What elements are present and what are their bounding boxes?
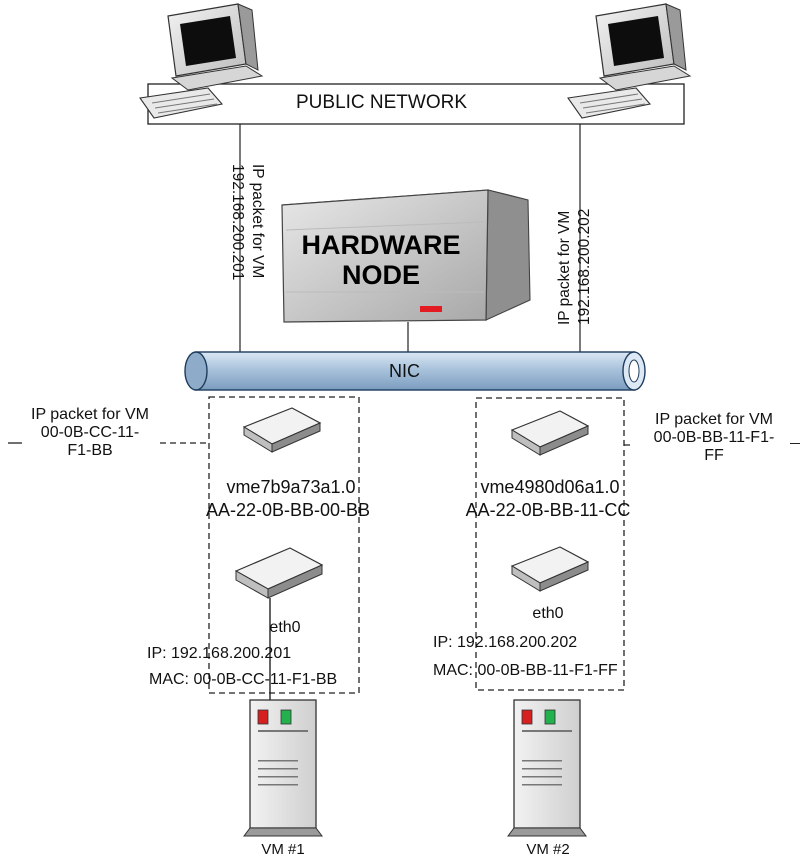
nic-label: NIC <box>389 361 420 381</box>
vm1-side-line1: IP packet for VM <box>31 406 149 423</box>
vm1-eth0-switch-icon <box>234 547 324 599</box>
hardware-node-line1: HARDWARE <box>301 230 461 260</box>
public-network-label: PUBLIC NETWORK <box>296 92 468 113</box>
vm1-bridge-mac: AA-22-0B-BB-00-BB <box>205 500 371 520</box>
vm1-side-packet-label: IP packet for VM 00-0B-CC-11- F1-BB <box>22 406 158 460</box>
vm2-label: VM #2 <box>526 841 570 858</box>
right-packet-line1: IP packet for VM <box>556 210 573 325</box>
vm2-packet-dash <box>790 443 800 444</box>
vm1-eth0-label: eth0 <box>269 619 301 636</box>
hardware-node-icon <box>281 189 531 323</box>
right-packet-line2: 192.168.200.202 <box>576 208 593 325</box>
vm2-container-box <box>475 397 625 691</box>
left-packet-line1: IP packet for VM <box>249 164 266 279</box>
vm1-bridge-name: vme7b9a73a1.0 <box>226 477 356 497</box>
hardware-node-line2: NODE <box>341 260 420 290</box>
right-packet-label: IP packet for VM 192.168.200.202 <box>555 209 595 325</box>
vm1-bridge-switch-icon <box>242 407 322 453</box>
computer-left-icon <box>139 3 264 119</box>
vm2-side-line2: 00-0B-BB-11-F1- <box>634 429 794 447</box>
vm1-container-box <box>208 396 360 694</box>
vm1-ip: IP: 192.168.200.201 <box>147 645 292 662</box>
vm2-ip: IP: 192.168.200.202 <box>433 634 578 651</box>
vm2-bridge-mac: AA-22-0B-BB-11-CC <box>465 500 631 520</box>
vm2-eth0-switch-icon <box>510 546 590 592</box>
vm2-server-icon <box>507 699 587 837</box>
nic-bus <box>184 351 646 391</box>
left-packet-line2: 192.168.200.201 <box>229 164 246 281</box>
vm2-side-line3: FF <box>704 447 724 464</box>
hardware-node-title: HARDWARE NODE <box>286 230 476 290</box>
vm2-mac: MAC: 00-0B-BB-11-F1-FF <box>433 662 618 679</box>
left-packet-label: IP packet for VM 192.168.200.201 <box>227 164 267 280</box>
node-indicator <box>420 306 442 312</box>
vm2-side-line1: IP packet for VM <box>655 411 773 428</box>
vm2-eth0-label: eth0 <box>532 605 564 622</box>
vm1-label: VM #1 <box>261 841 305 858</box>
computer-right-icon <box>567 3 692 119</box>
vm2-bridge-switch-icon <box>510 410 590 456</box>
vm1-server-icon <box>243 699 323 837</box>
vm1-mac: MAC: 00-0B-CC-11-F1-BB <box>149 671 338 688</box>
vm1-side-line2: 00-0B-CC-11- <box>40 424 140 441</box>
vm1-side-line3: F1-BB <box>67 442 113 459</box>
vm2-bridge-name: vme4980d06a1.0 <box>480 477 620 497</box>
vm2-side-packet-label: IP packet for VM 00-0B-BB-11-F1- FF <box>634 411 794 465</box>
